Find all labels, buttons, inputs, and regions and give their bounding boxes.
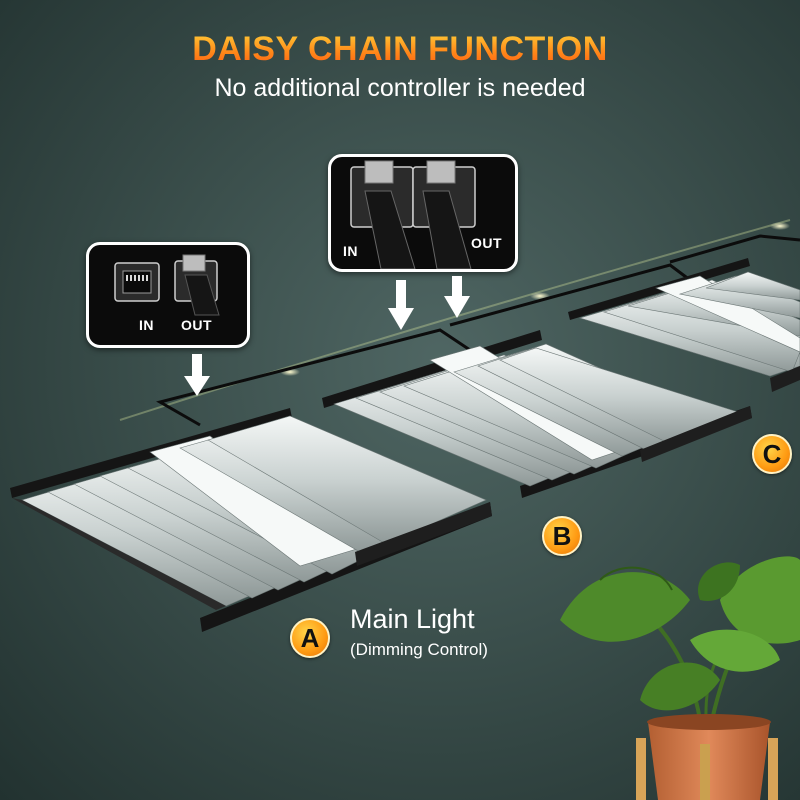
callout-b-in-label: IN (343, 243, 358, 259)
light-c-fixture (568, 258, 800, 392)
main-light-sublabel: (Dimming Control) (350, 640, 488, 659)
connector-callout-light-a: IN OUT (86, 242, 250, 348)
light-c-badge: C (752, 434, 792, 474)
down-arrow-icon (388, 280, 414, 330)
light-a-badge: A (290, 618, 330, 658)
light-a-fixture (10, 408, 492, 632)
main-light-label: Main Light (350, 604, 475, 634)
down-arrow-icon (184, 354, 210, 396)
callout-a-in-label: IN (139, 317, 154, 333)
page-subtitle: No additional controller is needed (214, 74, 586, 102)
chain-cable-ab (156, 328, 471, 427)
rj-port-icon (114, 262, 160, 302)
callout-b-out-label: OUT (471, 235, 503, 251)
monstera-plant (560, 556, 800, 721)
terracotta-pot (636, 714, 778, 800)
light-b-fixture (322, 330, 752, 498)
callout-a-out-label: OUT (181, 317, 213, 333)
light-b-badge: B (542, 516, 582, 556)
ribbon-cable-icon (174, 254, 220, 316)
chain-cable-bc (449, 263, 691, 327)
down-arrow-icon (444, 276, 470, 318)
page-title: DAISY CHAIN FUNCTION (0, 30, 800, 69)
ribbon-cable-icon (412, 160, 476, 269)
connector-callout-light-b: IN OUT (328, 154, 518, 272)
ribbon-cable-icon (350, 160, 416, 269)
